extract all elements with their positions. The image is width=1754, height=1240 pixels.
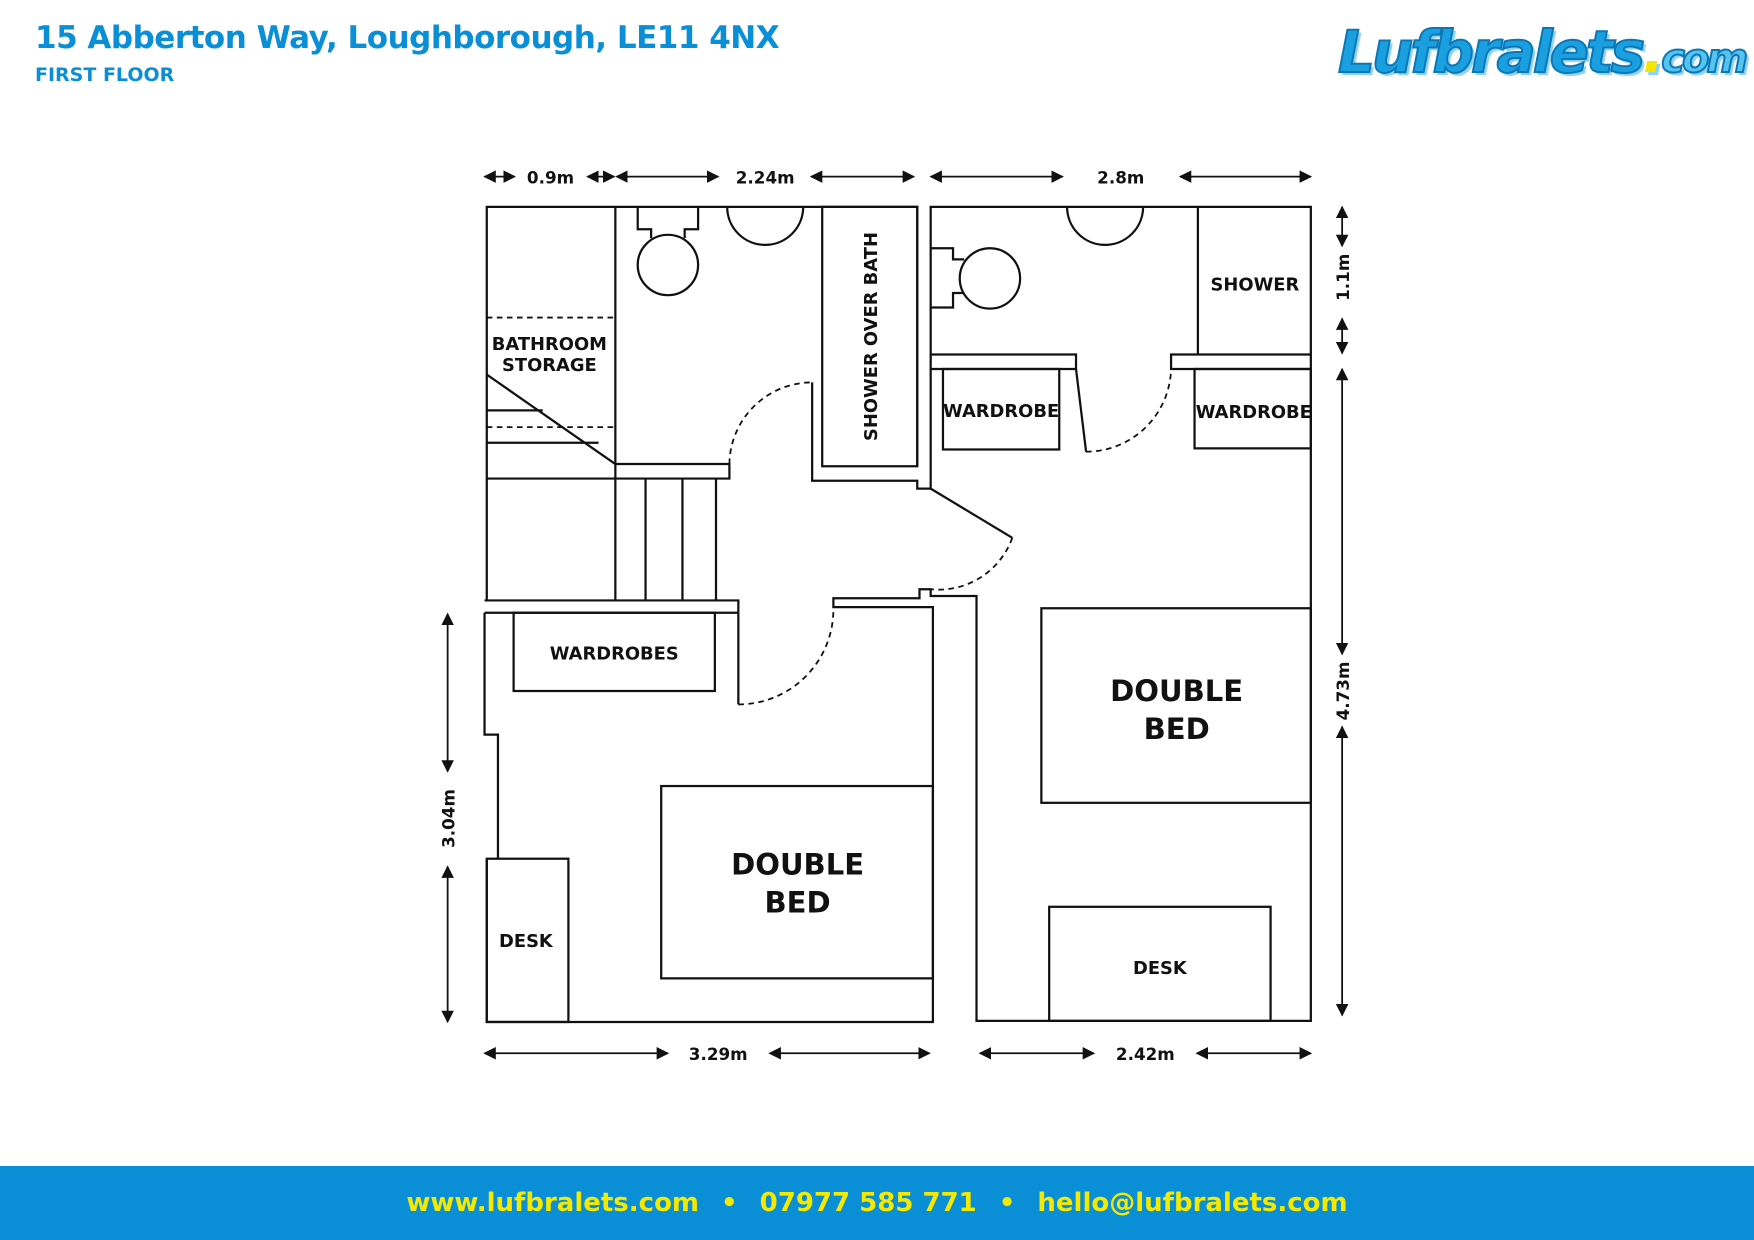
dim-right-1: 1.1m (1333, 254, 1353, 301)
label-desk-left: DESK (499, 931, 554, 952)
logo-com: com (1660, 35, 1749, 83)
footer-phone[interactable]: 07977 585 771 (759, 1188, 977, 1218)
footer-email-link[interactable]: hello@lufbralets.com (1037, 1188, 1348, 1218)
label-wardrobes: WARDROBES (550, 644, 679, 665)
label-bathroom-storage-2: STORAGE (502, 355, 597, 376)
label-wardrobe-left: WARDROBE (943, 401, 1059, 422)
dimension-lines (441, 170, 1349, 1060)
footer-separator: • (721, 1188, 738, 1218)
label-bed-right-2: BED (1144, 712, 1210, 746)
dim-bottom-2: 2.42m (1116, 1044, 1175, 1064)
label-wardrobe-right: WARDROBE (1196, 402, 1312, 423)
dim-left-1: 3.04m (438, 789, 458, 848)
label-bed-right-1: DOUBLE (1110, 674, 1243, 708)
floor-label: FIRST FLOOR (35, 64, 175, 86)
footer-contact-bar: www.lufbralets.com • 07977 585 771 • hel… (0, 1166, 1754, 1240)
door-swings (486, 316, 1172, 706)
label-shower: SHOWER (1211, 275, 1300, 296)
logo-dot: . (1642, 18, 1664, 86)
room-labels: BATHROOM STORAGE SHOWER OVER BATH SHOWER… (492, 232, 1312, 979)
page-title: 15 Abberton Way, Loughborough, LE11 4NX (35, 20, 780, 56)
label-bed-left-1: DOUBLE (731, 847, 864, 881)
footer-separator: • (998, 1188, 1016, 1218)
label-shower-over-bath: SHOWER OVER BATH (861, 232, 882, 441)
label-bathroom-storage-1: BATHROOM (492, 334, 607, 355)
dimension-labels: 0.9m 2.24m 2.8m 1.1m 4.73m 3.04m 3.29m 2… (438, 167, 1352, 1064)
logo-text: Lufbralets (1337, 17, 1646, 87)
brand-logo[interactable]: Lufbralets.com (1337, 17, 1749, 87)
dim-right-2: 4.73m (1333, 662, 1353, 721)
dim-top-2: 2.24m (736, 167, 795, 187)
label-bed-left-2: BED (765, 885, 831, 919)
label-desk-right: DESK (1133, 958, 1188, 979)
dim-top-1: 0.9m (527, 167, 574, 187)
footer-website-link[interactable]: www.lufbralets.com (406, 1188, 700, 1218)
walls (483, 205, 1312, 1024)
dim-bottom-1: 3.29m (689, 1044, 748, 1064)
dim-top-3: 2.8m (1097, 167, 1144, 187)
